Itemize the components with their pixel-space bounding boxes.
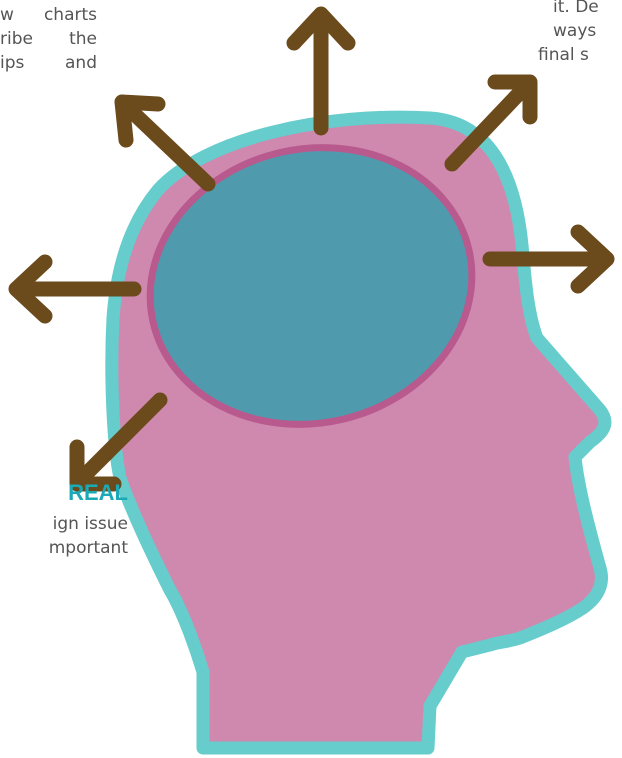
right-text-line-2: ways [553, 19, 596, 43]
arrow-up-left-icon [122, 102, 208, 184]
arrow-up-icon [294, 14, 348, 128]
real-text-line-2: mportant [0, 536, 128, 560]
left-text-line-3: ips and [0, 51, 97, 75]
left-text-line-2: ribe the [0, 27, 97, 51]
real-heading: REAL [0, 478, 128, 508]
right-text-line-1: it. De [553, 0, 599, 19]
left-text-line-1: w charts [0, 3, 97, 27]
real-text-line-1: ign issue [0, 512, 128, 536]
right-text-line-3: final s [538, 43, 589, 67]
